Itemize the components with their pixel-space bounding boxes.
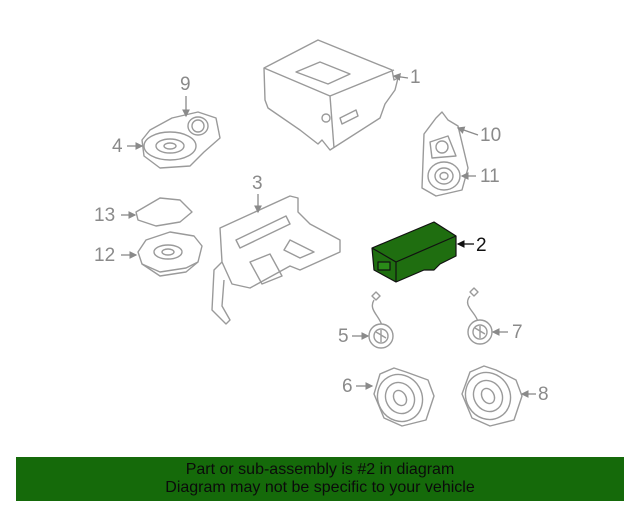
part-6-speaker[interactable] xyxy=(369,366,435,430)
part-13-pad[interactable] xyxy=(135,197,193,227)
callout-3[interactable]: 3 xyxy=(252,173,263,194)
part-2-module-highlighted[interactable] xyxy=(371,221,457,283)
callout-10[interactable]: 10 xyxy=(480,125,502,146)
callout-8[interactable]: 8 xyxy=(538,384,549,405)
part-12-subwoofer[interactable] xyxy=(137,231,203,277)
callout-7[interactable]: 7 xyxy=(512,322,523,343)
callout-2-selected[interactable]: 2 xyxy=(476,235,487,256)
part-info-banner: Part or sub-assembly is #2 in diagram Di… xyxy=(16,457,624,501)
callout-1[interactable]: 1 xyxy=(410,67,421,88)
callout-6[interactable]: 6 xyxy=(342,376,353,397)
banner-line-selected-part: Part or sub-assembly is #2 in diagram xyxy=(185,461,455,478)
callout-13[interactable]: 13 xyxy=(94,205,116,226)
part-4-9-speaker[interactable] xyxy=(141,111,221,169)
callout-12[interactable]: 12 xyxy=(94,245,116,266)
callout-9[interactable]: 9 xyxy=(180,74,191,95)
banner-line-disclaimer: Diagram may not be specific to your vehi… xyxy=(165,479,475,496)
part-1-head-unit[interactable] xyxy=(263,39,399,151)
part-3-bracket[interactable] xyxy=(211,195,341,325)
part-7-tweeter[interactable] xyxy=(466,287,493,345)
part-10-11-speaker-cover[interactable] xyxy=(421,111,469,197)
part-5-tweeter[interactable] xyxy=(368,291,394,349)
callout-11[interactable]: 11 xyxy=(480,166,500,187)
callout-4[interactable]: 4 xyxy=(112,136,123,157)
part-8-speaker[interactable] xyxy=(457,364,523,428)
callout-5[interactable]: 5 xyxy=(338,326,349,347)
